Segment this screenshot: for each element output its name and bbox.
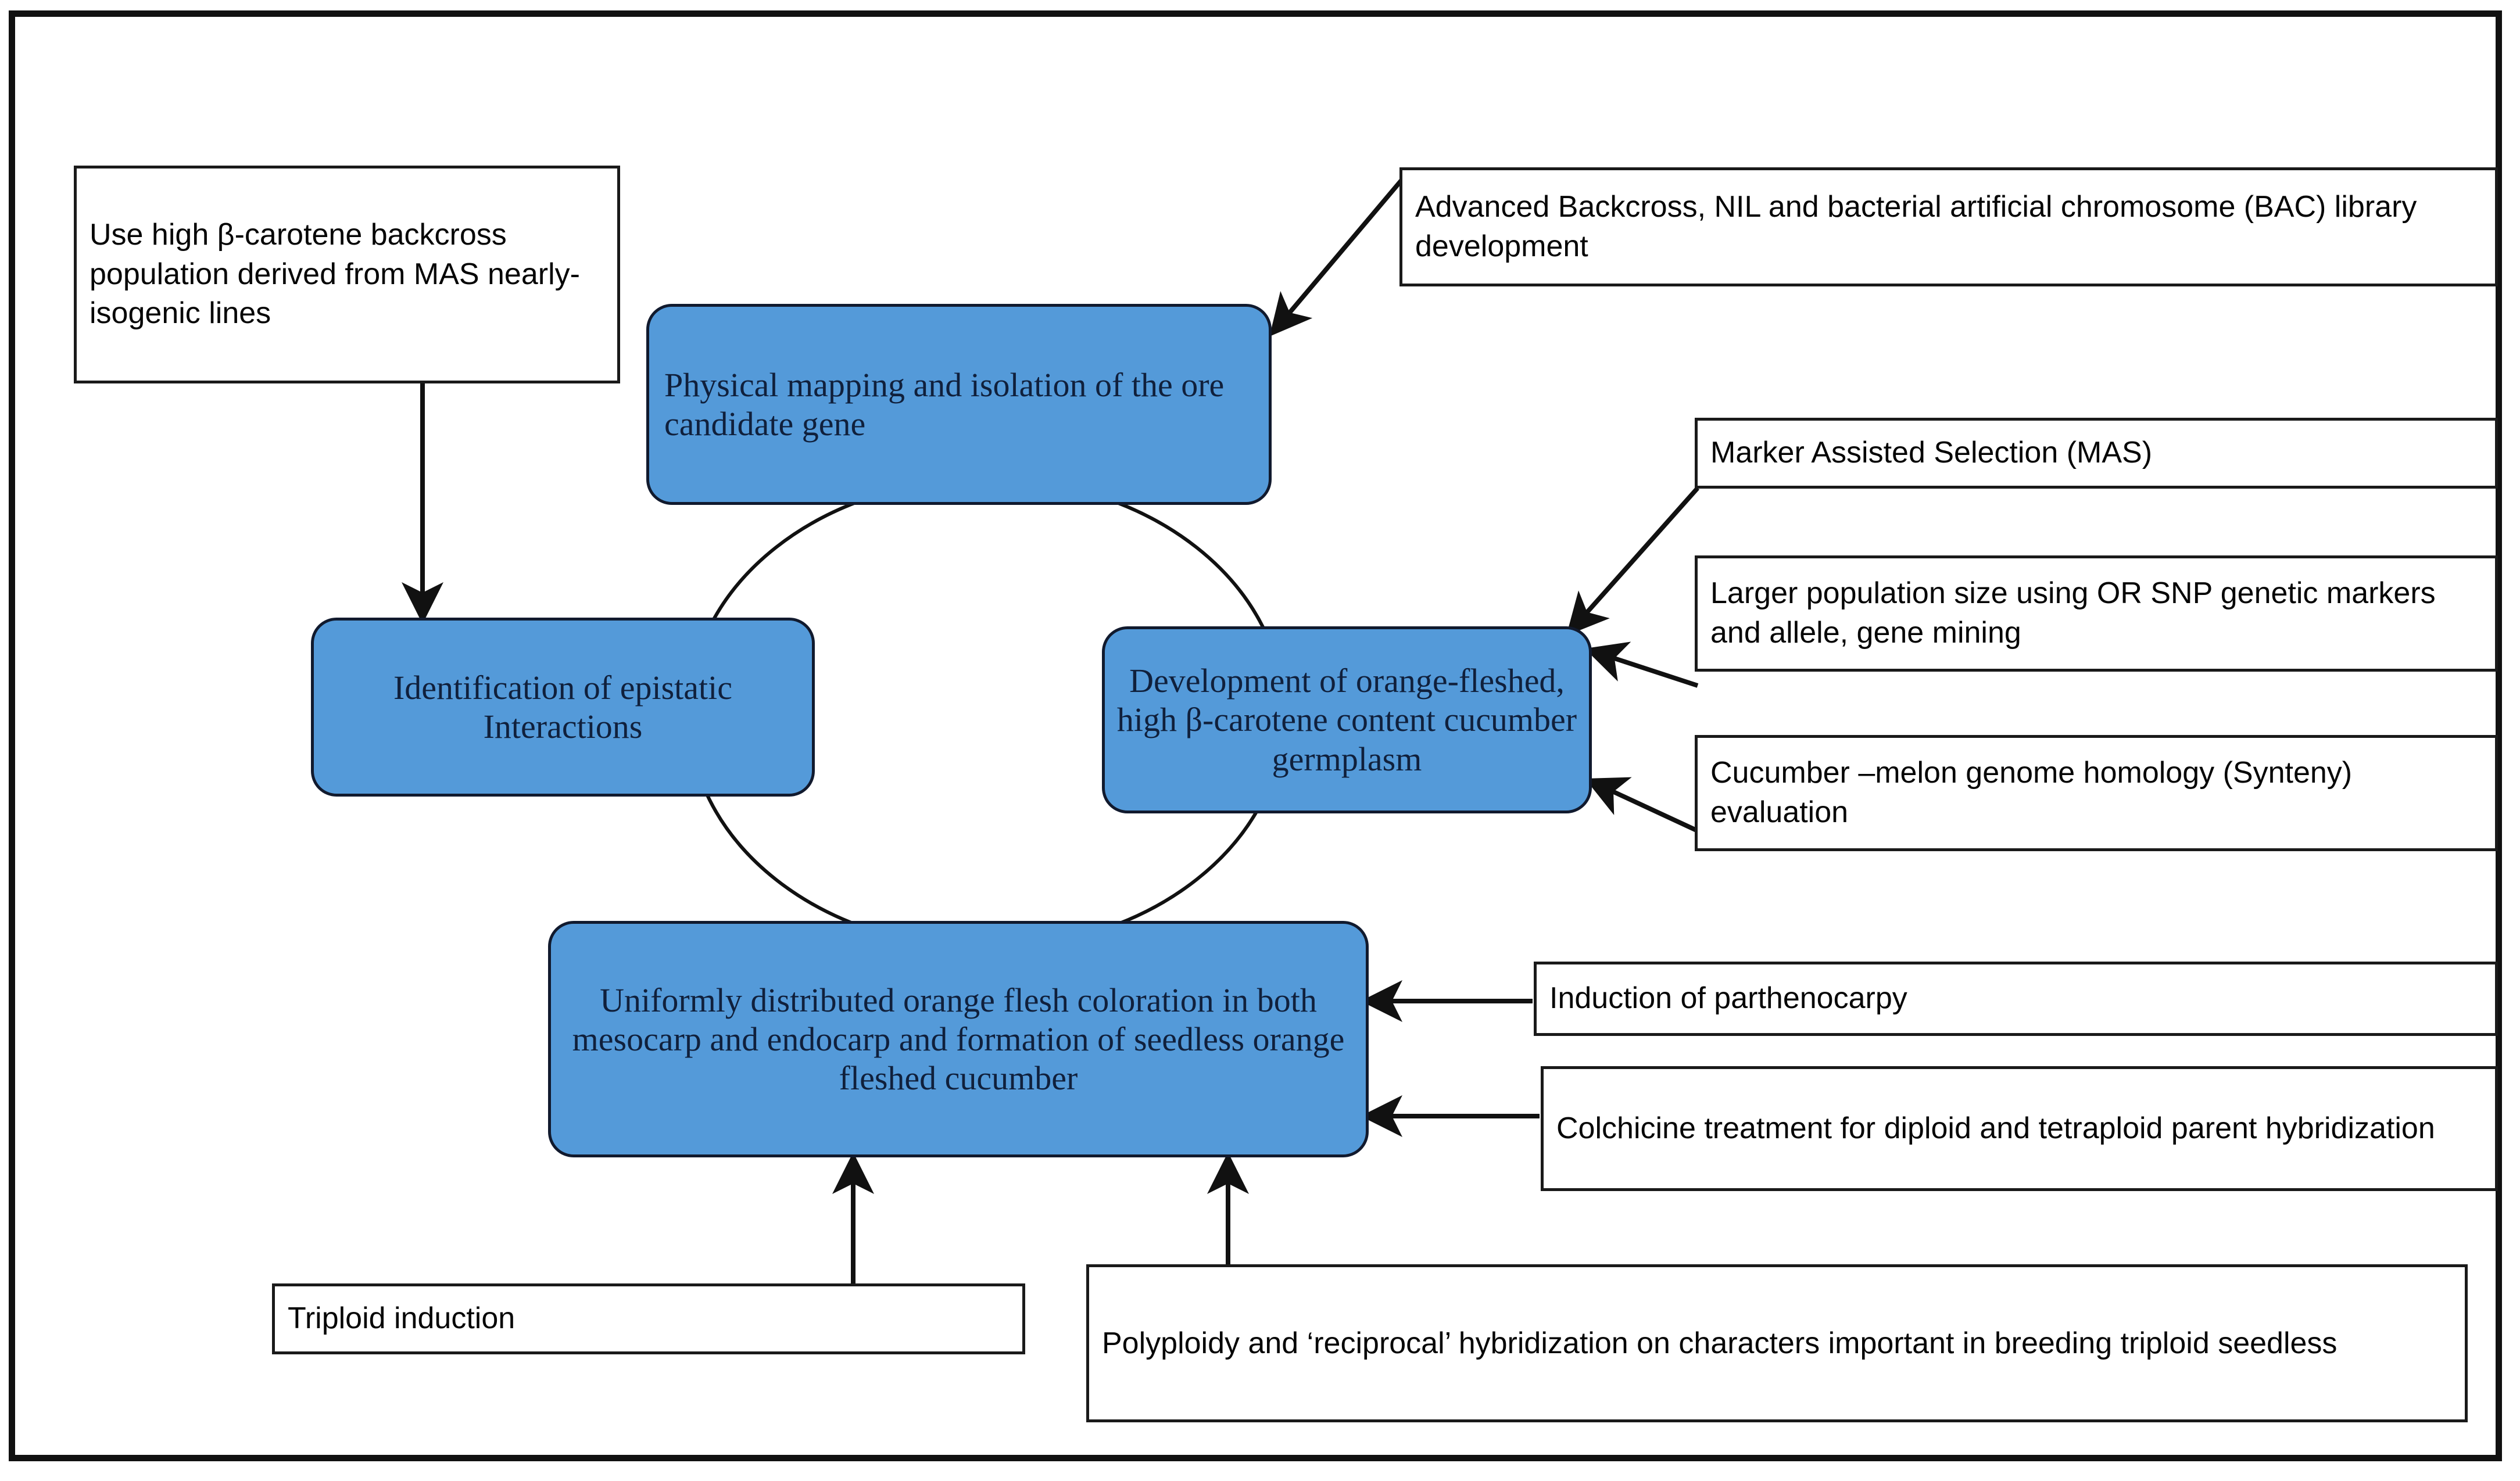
core-node-epistatic-interactions[interactable]: Identification of epistatic Interactions xyxy=(311,618,815,797)
input-box-high-beta-carotene-backcross[interactable]: Use high β-carotene backcross population… xyxy=(74,166,620,383)
input-box-induction-parthenocarpy[interactable]: Induction of parthenocarpy xyxy=(1534,962,2498,1036)
input-box-cucumber-melon-synteny[interactable]: Cucumber –melon genome homology (Synteny… xyxy=(1695,735,2498,851)
input-box-marker-assisted-selection[interactable]: Marker Assisted Selection (MAS) xyxy=(1695,418,2498,489)
input-box-label: Polyploidy and ‘reciprocal’ hybridizatio… xyxy=(1102,1326,2338,1360)
input-box-label: Marker Assisted Selection (MAS) xyxy=(1710,436,2153,470)
input-box-label: Triploid induction xyxy=(288,1301,516,1336)
input-box-triploid-induction[interactable]: Triploid induction xyxy=(272,1283,1025,1354)
input-box-label: Cucumber –melon genome homology (Synteny… xyxy=(1710,756,2353,829)
core-node-label: Identification of epistatic Interactions xyxy=(393,668,732,745)
input-box-label: Use high β-carotene backcross population… xyxy=(90,218,580,331)
input-box-label: Colchicine treatment for diploid and tet… xyxy=(1556,1111,2435,1145)
input-box-label: Induction of parthenocarpy xyxy=(1549,981,1907,1016)
input-box-label: Larger population size using OR SNP gene… xyxy=(1710,576,2436,650)
core-node-uniform-orange-flesh[interactable]: Uniformly distributed orange flesh color… xyxy=(548,921,1369,1157)
core-node-label: Uniformly distributed orange flesh color… xyxy=(572,981,1345,1098)
input-box-advanced-backcross-bac[interactable]: Advanced Backcross, NIL and bacterial ar… xyxy=(1399,167,2498,286)
input-box-larger-population-snp[interactable]: Larger population size using OR SNP gene… xyxy=(1695,555,2498,672)
core-node-label: Development of orange-fleshed, high β-ca… xyxy=(1116,662,1577,778)
input-box-label: Advanced Backcross, NIL and bacterial ar… xyxy=(1415,189,2417,263)
core-node-physical-mapping[interactable]: Physical mapping and isolation of the or… xyxy=(646,304,1272,505)
input-box-colchicine-treatment[interactable]: Colchicine treatment for diploid and tet… xyxy=(1541,1066,2498,1191)
input-box-polyploidy-reciprocal[interactable]: Polyploidy and ‘reciprocal’ hybridizatio… xyxy=(1086,1264,2468,1422)
core-node-orange-germplasm[interactable]: Development of orange-fleshed, high β-ca… xyxy=(1102,626,1592,813)
core-node-label: Physical mapping and isolation of the or… xyxy=(664,365,1225,443)
